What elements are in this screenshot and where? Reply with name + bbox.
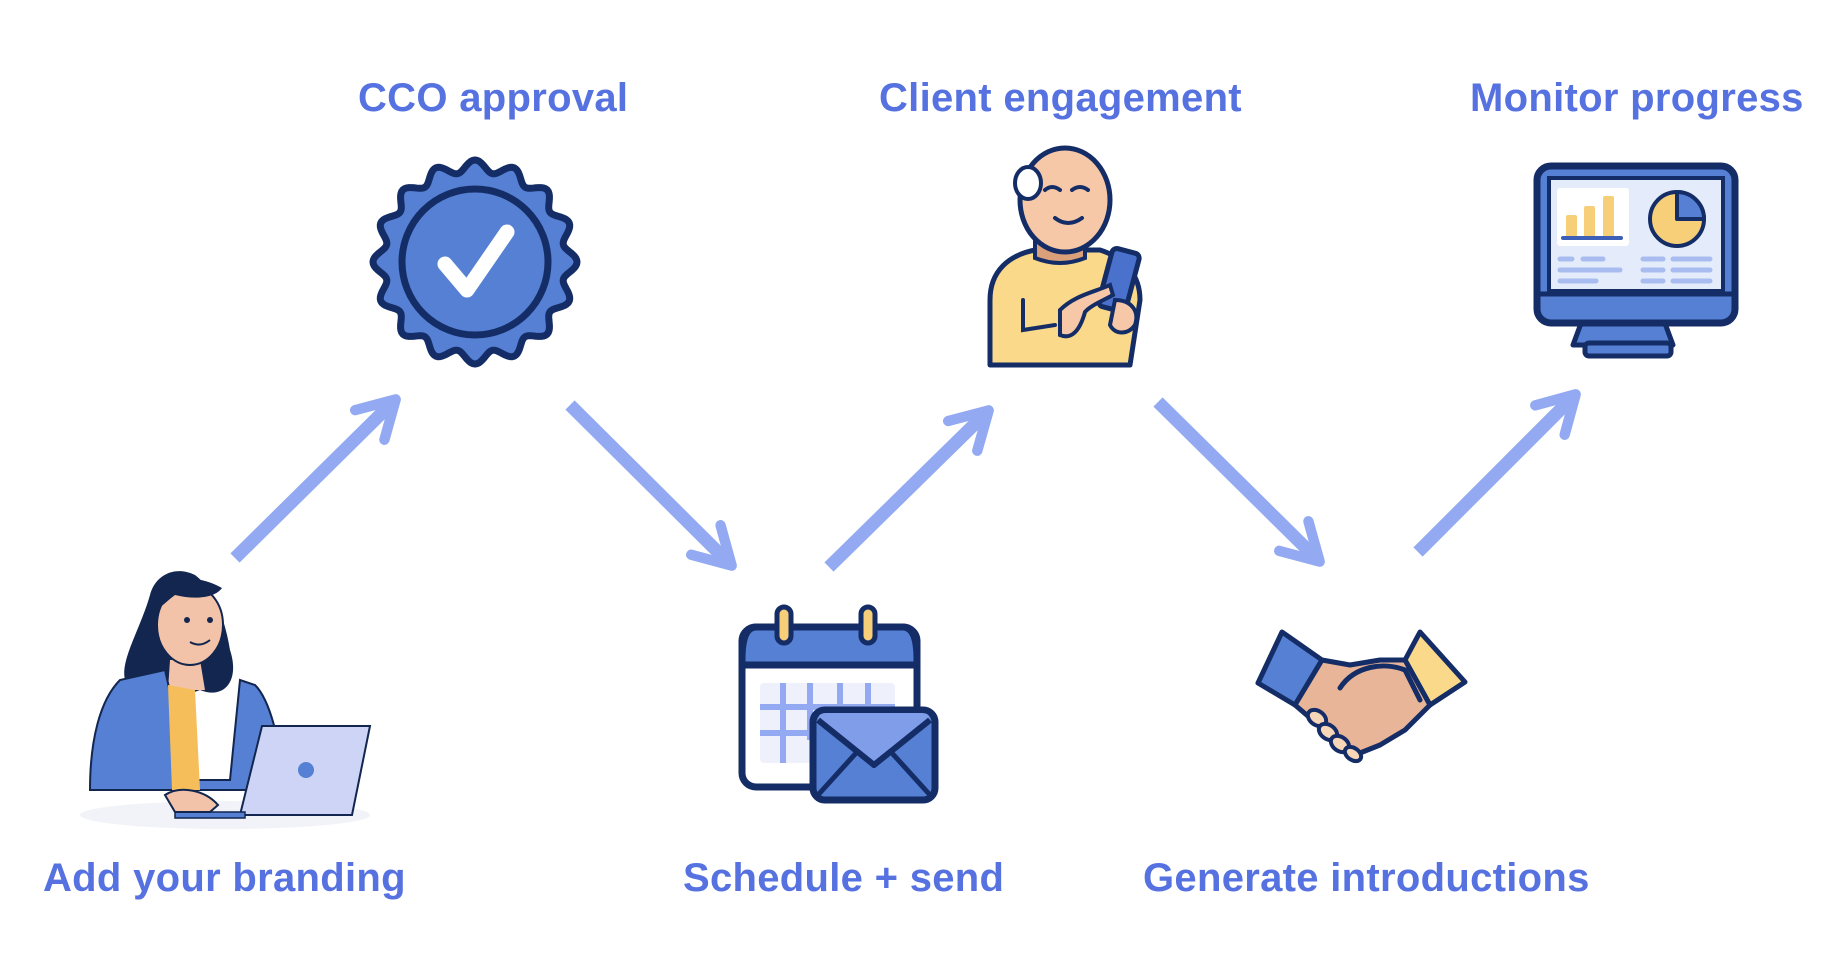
approval-badge-icon [369,156,581,368]
step-label-monitor-progress: Monitor progress [1470,76,1804,120]
step-label-generate-introductions: Generate introductions [1143,856,1590,900]
monitor-dashboard-icon [1533,162,1739,359]
step-label-client-engagement: Client engagement [879,76,1242,120]
arrow-5-to-6 [1413,389,1581,557]
man-phone-icon [987,145,1143,368]
step-label-cco-approval: CCO approval [358,76,629,120]
step-label-add-branding: Add your branding [43,856,406,900]
calendar-envelope-icon [738,604,939,804]
handshake-icon [1255,629,1468,764]
arrow-4-to-5 [1153,397,1325,567]
arrow-3-to-4 [824,405,994,572]
connectors [230,389,1581,572]
arrow-1-to-2 [230,394,401,563]
woman-laptop-icon [80,571,372,829]
step-label-schedule-send: Schedule + send [683,856,1005,900]
arrow-2-to-3 [565,400,737,571]
